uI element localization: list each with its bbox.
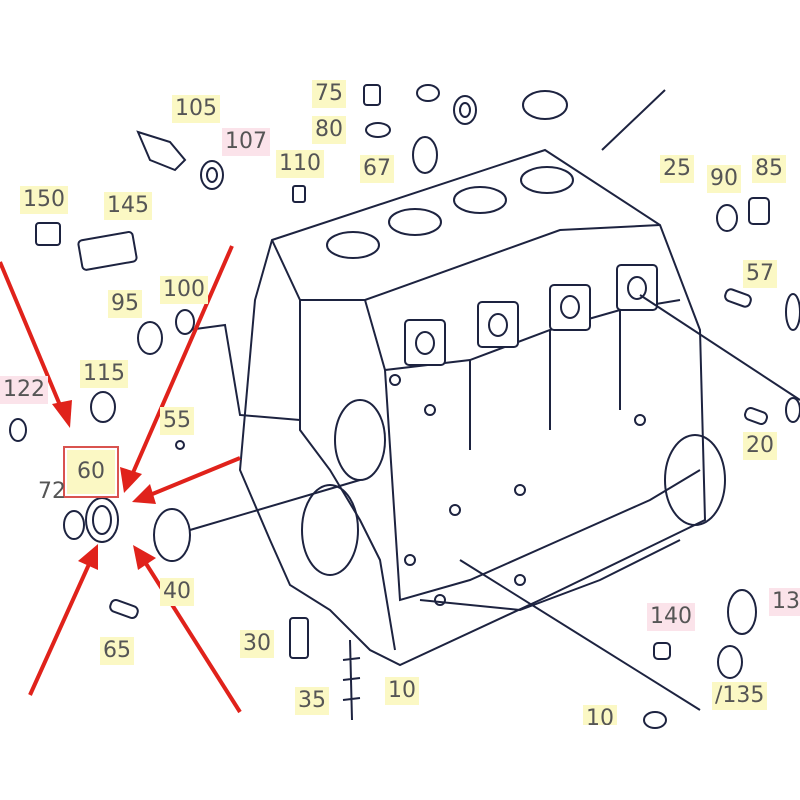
label-107: 107 xyxy=(222,128,270,156)
label-57: 57 xyxy=(743,260,777,288)
engine-block xyxy=(238,148,726,667)
label-80: 80 xyxy=(312,116,346,144)
label-110: 110 xyxy=(276,150,324,178)
label-72: 72 xyxy=(38,479,66,504)
label-85: 85 xyxy=(752,155,786,183)
small-parts xyxy=(9,84,800,729)
label-67: 67 xyxy=(360,155,394,183)
label-90: 90 xyxy=(707,165,741,193)
label-40: 40 xyxy=(160,578,194,606)
label-100: 100 xyxy=(160,276,208,304)
label-75: 75 xyxy=(312,80,346,108)
label-20: 20 xyxy=(743,432,777,460)
label-150: 150 xyxy=(20,186,68,214)
label-105: 105 xyxy=(172,95,220,123)
label-55: 55 xyxy=(160,407,194,435)
label-13: 13 xyxy=(769,588,800,616)
label-partial-10: 10 xyxy=(583,705,617,725)
label-122: 122 xyxy=(0,376,48,404)
label-145: 145 xyxy=(104,192,152,220)
label-115: 115 xyxy=(80,360,128,388)
label-95: 95 xyxy=(108,290,142,318)
leader-lines xyxy=(187,89,800,711)
label-30: 30 xyxy=(240,630,274,658)
label-65: 65 xyxy=(100,637,134,665)
label-135: /135 xyxy=(712,682,768,710)
label-140: 140 xyxy=(647,603,695,631)
label-10: 10 xyxy=(385,677,419,705)
label-25: 25 xyxy=(660,155,694,183)
label-60: 60 xyxy=(63,446,119,498)
label-35: 35 xyxy=(295,687,329,715)
